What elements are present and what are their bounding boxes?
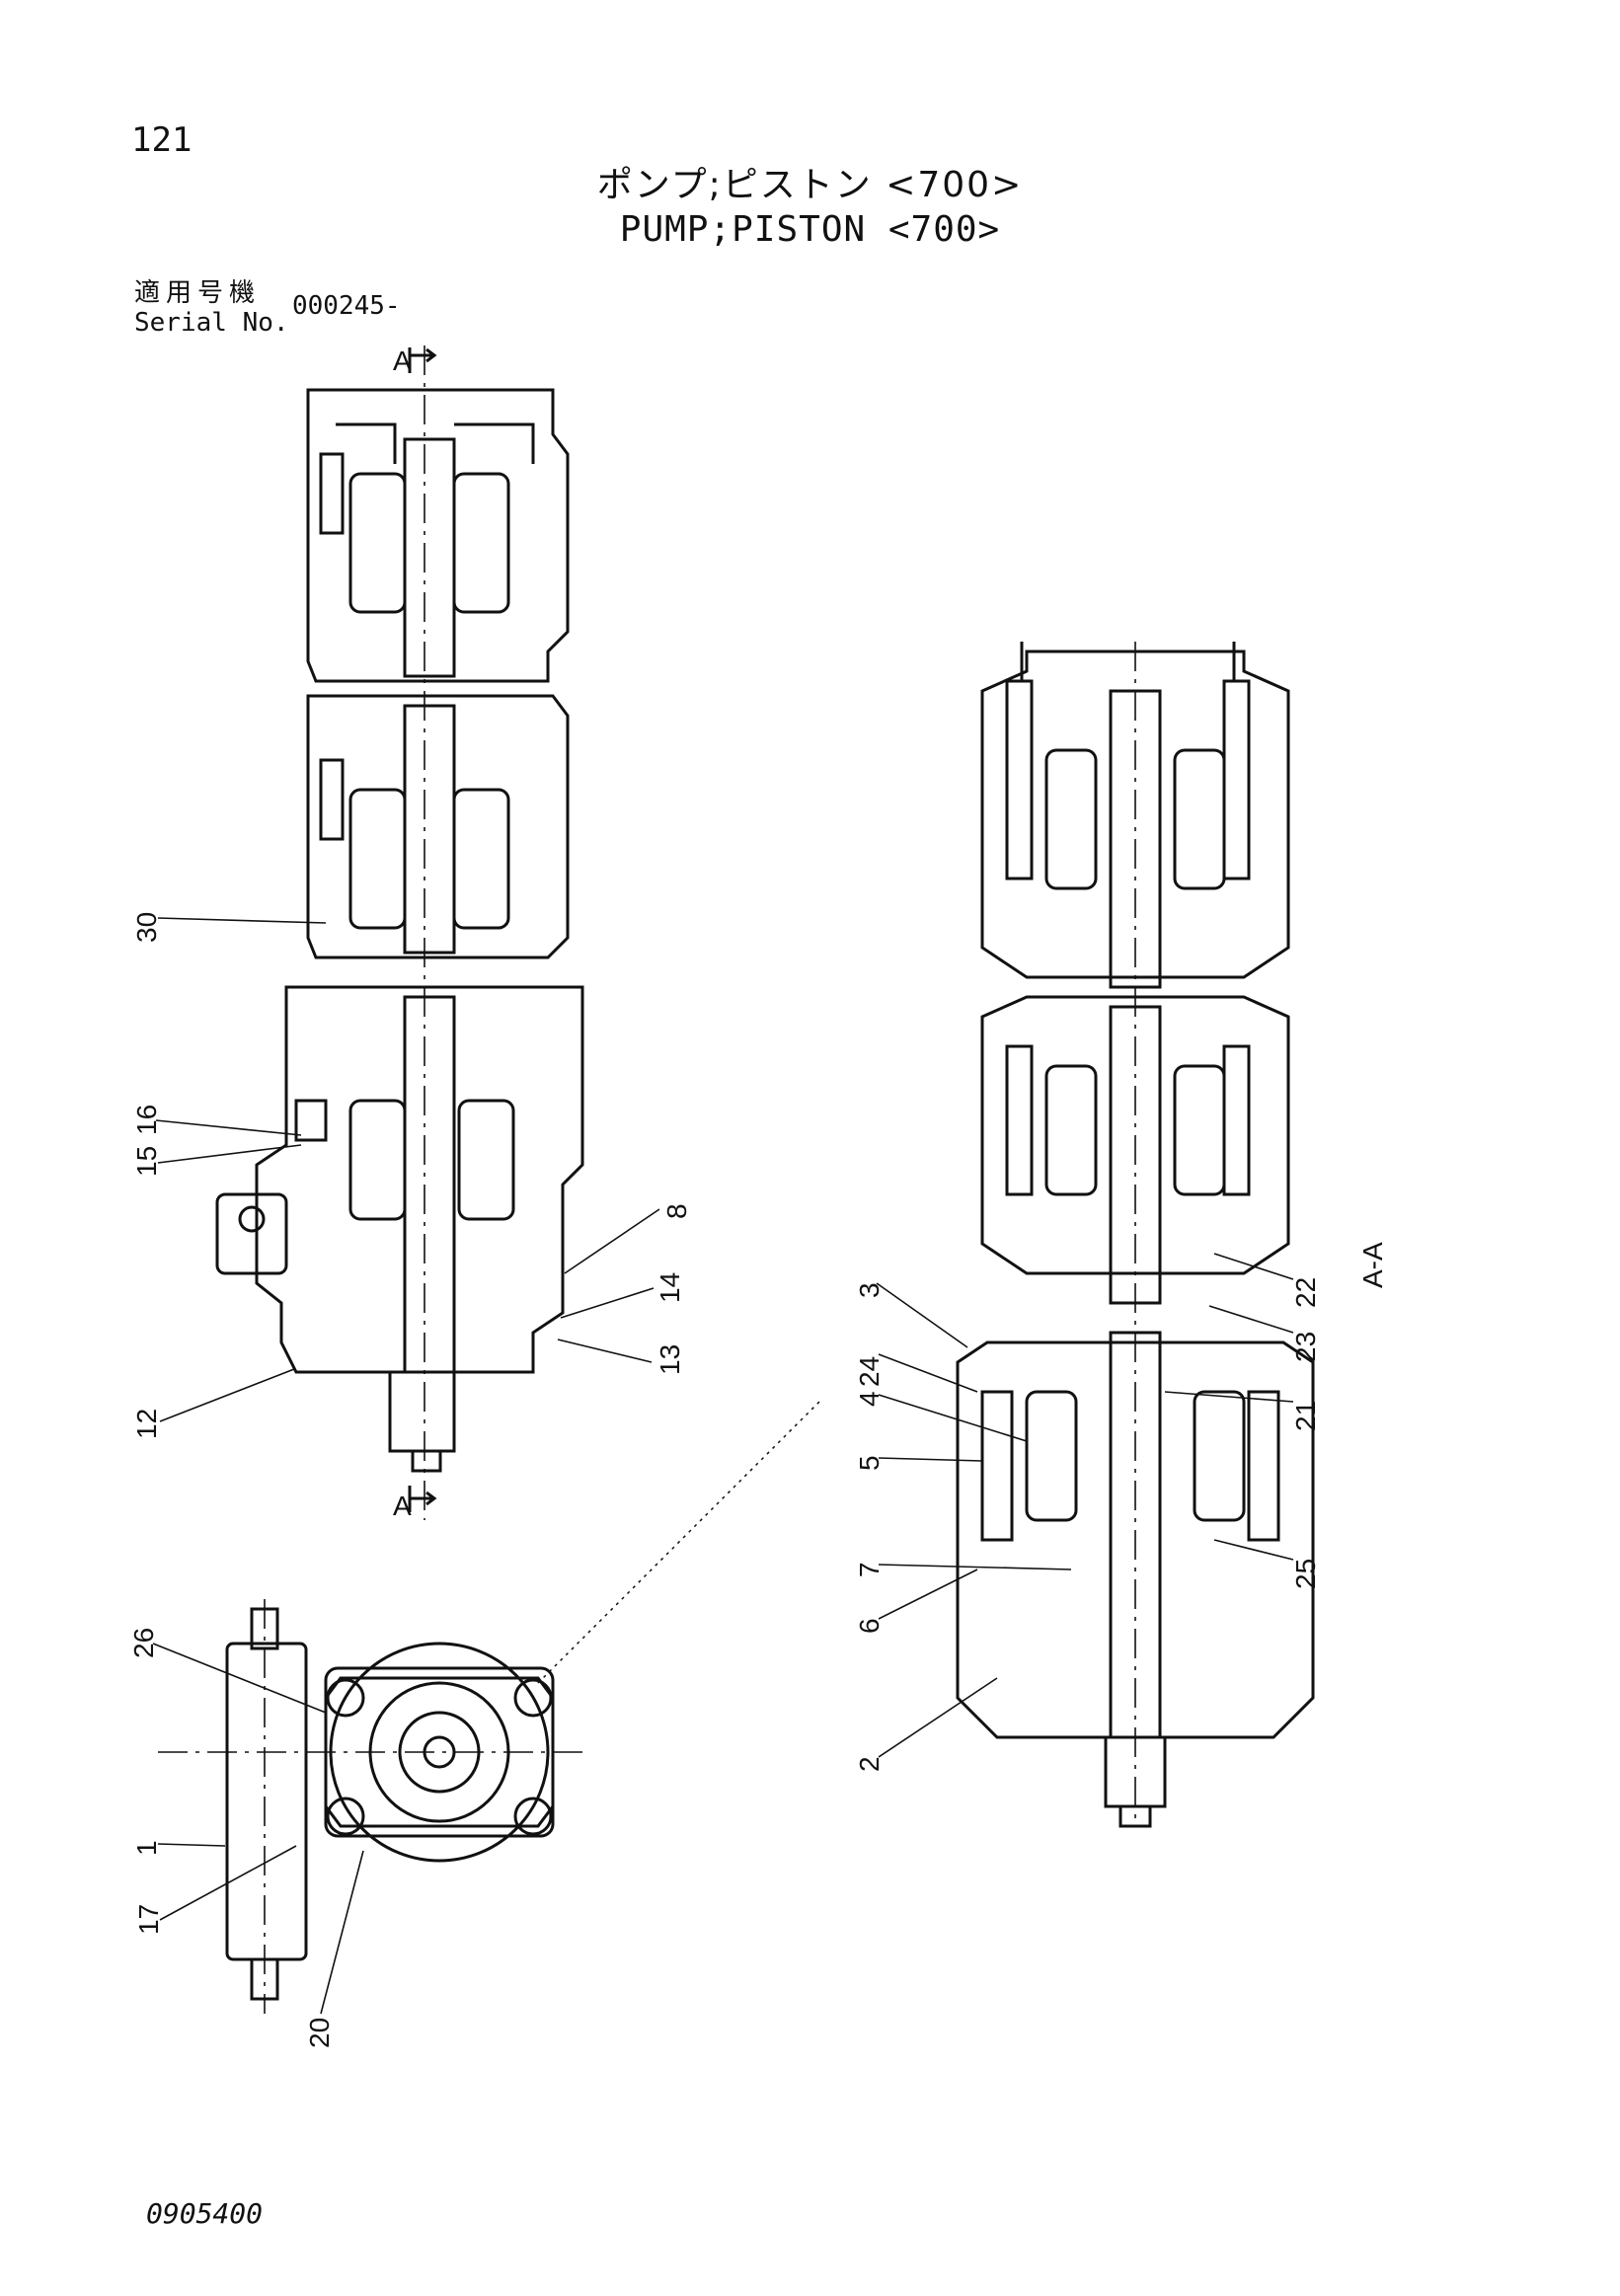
callout-24: 24 (854, 1356, 885, 1387)
callout-4: 4 (854, 1391, 885, 1407)
callout-25: 25 (1290, 1559, 1321, 1589)
callout-1: 1 (131, 1840, 162, 1856)
callout-16: 16 (131, 1105, 162, 1135)
section-view (956, 642, 1315, 1828)
end-view (158, 1599, 582, 2014)
callout-labels: 30 16 15 8 14 13 12 26 1 17 20 3 24 4 5 … (128, 912, 1321, 2048)
callout-2: 2 (854, 1756, 885, 1772)
serial-label-english: Serial No. (134, 308, 289, 338)
section-title: A-A (1357, 1242, 1388, 1288)
callout-20: 20 (304, 2018, 335, 2048)
callout-12: 12 (131, 1409, 162, 1439)
callout-13: 13 (655, 1344, 685, 1375)
callout-23: 23 (1290, 1332, 1321, 1362)
callout-7: 7 (854, 1562, 885, 1577)
callout-21: 21 (1290, 1401, 1321, 1431)
callout-5: 5 (854, 1455, 885, 1471)
document-number: 0905400 (146, 2197, 264, 2230)
title-english: PUMP;PISTON <700> (619, 209, 1001, 250)
callout-30: 30 (131, 912, 162, 943)
callout-14: 14 (655, 1272, 685, 1303)
side-view (215, 345, 584, 1520)
callout-26: 26 (128, 1628, 159, 1658)
serial-number-value: 000245- (292, 291, 401, 321)
callout-8: 8 (661, 1203, 692, 1219)
section-marker-bottom: A (393, 1491, 412, 1521)
serial-label-japanese: 適用号機 (134, 278, 262, 308)
callout-17: 17 (133, 1904, 164, 1935)
page-number: 121 (131, 120, 193, 160)
callout-15: 15 (131, 1146, 162, 1177)
callout-leaders (152, 917, 1294, 2015)
callout-22: 22 (1290, 1277, 1321, 1308)
title-japanese: ポンプ;ピストン <700> (596, 165, 1024, 205)
callout-3: 3 (854, 1282, 885, 1298)
section-marker-top: A (393, 345, 412, 376)
callout-6: 6 (854, 1618, 885, 1634)
